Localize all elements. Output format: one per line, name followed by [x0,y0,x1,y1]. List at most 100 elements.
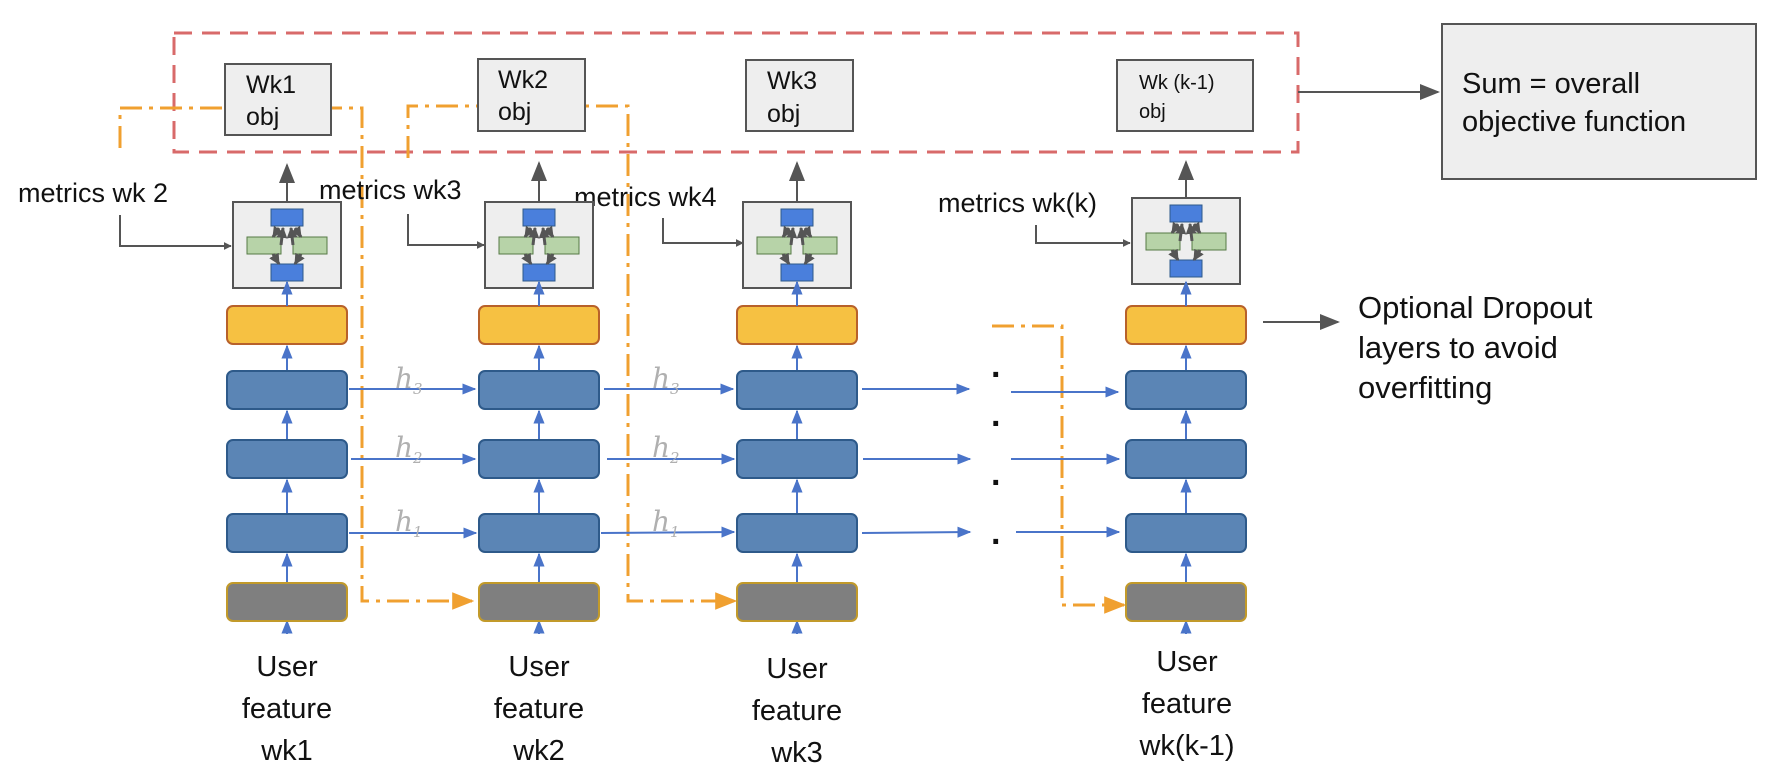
module-internal-arrow [521,252,533,265]
metrics-label-k: metrics wk(k) [938,188,1097,218]
input-layer [736,582,858,622]
skip-connection-1 [118,106,475,610]
hidden-state-label-h1: h1 [652,505,680,541]
attention-module-k [1131,197,1241,285]
attention-module-1 [232,201,342,289]
module-internal-arrow [779,252,791,265]
ellipsis: · · · · [991,356,1002,561]
metrics-arrow [1035,225,1131,247]
feature-label-line: wk2 [512,735,565,767]
recurrent-layer-1 [478,513,600,553]
feature-label-line: User [766,653,828,685]
objective-box-1: Wk1 obj [224,63,332,136]
recurrent-layer-3 [478,370,600,410]
objective-box-3: Wk3 obj [745,59,854,132]
module-internal-arrow [269,252,281,265]
network-stack-3 [736,280,858,634]
module-node-top [522,208,556,227]
metrics-label-2: metrics wk3 [319,175,462,205]
module-node-bottom [1169,259,1203,278]
recurrent-connections [349,383,1121,539]
module-node-right [802,236,838,255]
input-layer [478,582,600,622]
metrics-arrow [119,215,232,250]
module-internal-arrow [293,252,305,265]
feature-label-line: feature [752,695,842,727]
objective-label: Wk2 [498,66,548,94]
feature-label-line: wk(k-1) [1138,730,1234,762]
input-layer [1125,582,1247,622]
skip-connection-2 [406,104,738,610]
module-node-left [498,236,534,255]
module-node-left [1145,232,1181,251]
feature-label-line: feature [494,693,584,725]
dropout-layer [226,305,348,345]
network-stack-1 [226,280,348,634]
hidden-state-label-h3: h3 [395,362,423,398]
module-node-right [292,236,328,255]
module-node-right [1191,232,1227,251]
recurrent-layer-3 [736,370,858,410]
feature-label-line: feature [1142,688,1232,720]
objective-box-k: Wk (k-1) obj [1116,59,1254,132]
feature-label-line: User [1156,646,1218,678]
recurrent-layer-1 [736,513,858,553]
ellipsis-dot: · [991,405,1002,443]
module-node-bottom [522,263,556,282]
module-node-top [270,208,304,227]
module-internal-arrow [1175,222,1187,242]
dropout-note-line: layers to avoid [1358,330,1558,365]
recurrent-layer-2 [226,439,348,479]
metrics-label-1: metrics wk 2 [18,178,168,208]
module-internal-arrow [1192,248,1204,261]
hidden-state-label-h2: h2 [652,431,680,467]
dropout-note: Optional Dropout layers to avoid overfit… [1358,290,1593,405]
sum-box-label: Sum = overall [1462,68,1640,100]
module-internal-arrow [545,252,557,265]
objective-label: Wk3 [767,67,817,95]
attention-module-2 [484,201,594,289]
objective-label: Wk (k-1) [1139,72,1215,94]
module-internal-arrow [286,226,298,246]
feature-label-line: User [256,651,318,683]
objective-box-2: Wk2 obj [477,58,586,132]
objective-label: obj [1139,101,1166,123]
feature-label-line: wk1 [260,735,313,767]
recurrent-layer-1 [226,513,348,553]
skip-connections [118,104,1127,614]
module-node-left [246,236,282,255]
objective-label: Wk1 [246,71,296,99]
user-feature-label-2: User feature wk2 [494,651,584,767]
recurrent-layer-2 [1125,439,1247,479]
sum-box: Sum = overall objective function [1441,23,1757,180]
dropout-note-line: Optional Dropout [1358,290,1593,325]
recurrent-layer-2 [478,439,600,479]
module-internal-arrow [538,226,550,246]
module-node-top [1169,204,1203,223]
module-internal-arrow [528,226,540,246]
objective-label: obj [767,100,800,128]
network-stack-2 [478,280,600,634]
objective-label: obj [246,103,279,131]
dropout-layer [1125,305,1247,345]
feature-label-line: User [508,651,570,683]
user-feature-label-3: User feature wk3 [752,653,842,769]
module-internal-arrow [786,226,798,246]
module-node-top [780,208,814,227]
attention-module-3 [742,201,852,289]
module-internal-arrow [803,252,815,265]
ellipsis-dot: · [991,356,1002,394]
recurrent-layer-3 [1125,370,1247,410]
dropout-layer [736,305,858,345]
module-internal-arrow [1168,248,1180,261]
module-node-bottom [780,263,814,282]
input-layer [226,582,348,622]
network-stack-k [1125,280,1247,634]
ellipsis-dot: · [991,523,1002,561]
ellipsis-dot: · [991,464,1002,502]
hidden-state-label-h2: h2 [395,431,423,467]
metrics-arrow [662,218,744,247]
user-feature-label-k: User feature wk(k-1) [1138,646,1234,762]
hidden-state-labels: h3 h2 h1 h3 h2 h1 [395,362,680,541]
